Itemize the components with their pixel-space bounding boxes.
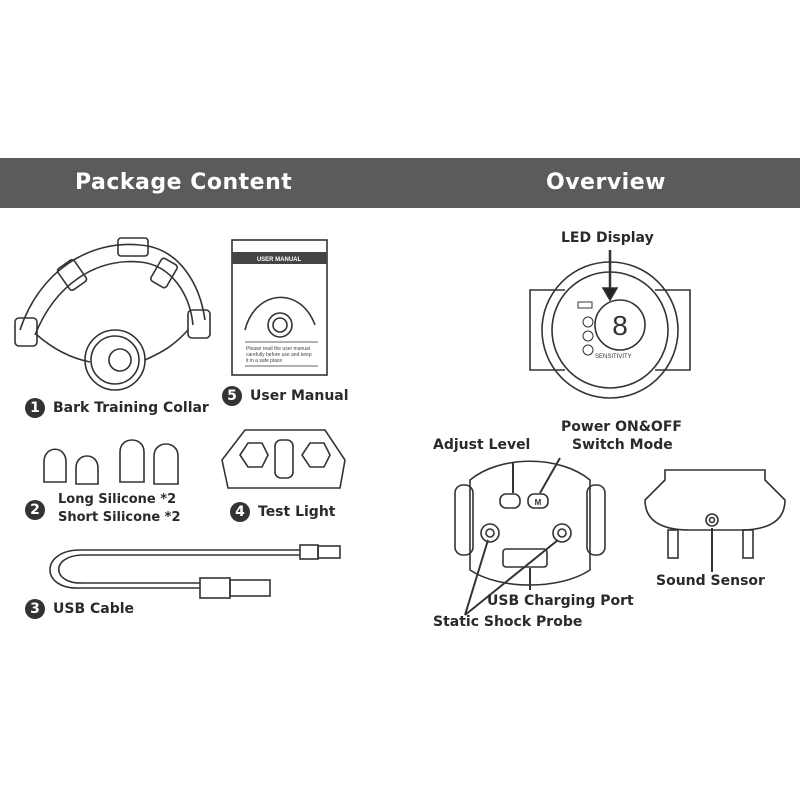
- sensitivity-text: SENSITIVITY: [595, 354, 632, 360]
- manual-text-1: Please read the user manual: [246, 346, 310, 352]
- led-display-illustration: [529, 250, 691, 399]
- number-badge: 1: [25, 398, 45, 418]
- item-label: Test Light: [258, 504, 336, 520]
- item-label: User Manual: [250, 388, 349, 404]
- shock-probe-label: Static Shock Probe: [433, 614, 583, 630]
- overview-title: Overview: [546, 170, 666, 195]
- package-content-title: Package Content: [75, 170, 293, 195]
- sound-sensor-illustration: [644, 469, 786, 572]
- manual-title: USER MANUAL: [257, 257, 302, 263]
- user-manual-illustration: [231, 239, 328, 376]
- usb-port-label: USB Charging Port: [487, 593, 634, 609]
- silicone-caps-illustration: [43, 439, 179, 485]
- manual-text-3: it in a safe place: [246, 358, 282, 364]
- header-banner: Package Content Overview: [0, 158, 800, 208]
- led-display-label: LED Display: [561, 230, 654, 246]
- item-bark-collar: 1 Bark Training Collar: [25, 398, 209, 418]
- test-light-illustration: [221, 429, 346, 489]
- bark-collar-illustration: [14, 237, 211, 391]
- sound-sensor-label: Sound Sensor: [656, 573, 765, 589]
- item-label: Bark Training Collar: [53, 400, 209, 416]
- short-silicone-label: Short Silicone *2: [58, 510, 181, 525]
- number-badge: 3: [25, 599, 45, 619]
- manual-text-2: carefully before use and keep: [246, 352, 312, 358]
- number-badge: 2: [25, 500, 45, 520]
- item-test-light: 4 Test Light: [230, 502, 336, 522]
- item-user-manual: 5 User Manual: [222, 386, 349, 406]
- number-badge: 5: [222, 386, 242, 406]
- long-silicone-label: Long Silicone *2: [58, 492, 177, 507]
- adjust-level-label: Adjust Level: [433, 437, 531, 453]
- item-label: USB Cable: [53, 601, 135, 617]
- usb-cable-illustration: [49, 544, 341, 599]
- item-silicone: 2: [25, 500, 53, 520]
- number-badge: 4: [230, 502, 250, 522]
- item-usb-cable: 3 USB Cable: [25, 599, 134, 619]
- m-button-text: M: [535, 498, 542, 507]
- power-label: Power ON&OFF: [561, 419, 682, 435]
- display-digit: 8: [612, 310, 628, 341]
- switch-mode-label: Switch Mode: [572, 437, 673, 453]
- collar-back-illustration: [454, 457, 606, 616]
